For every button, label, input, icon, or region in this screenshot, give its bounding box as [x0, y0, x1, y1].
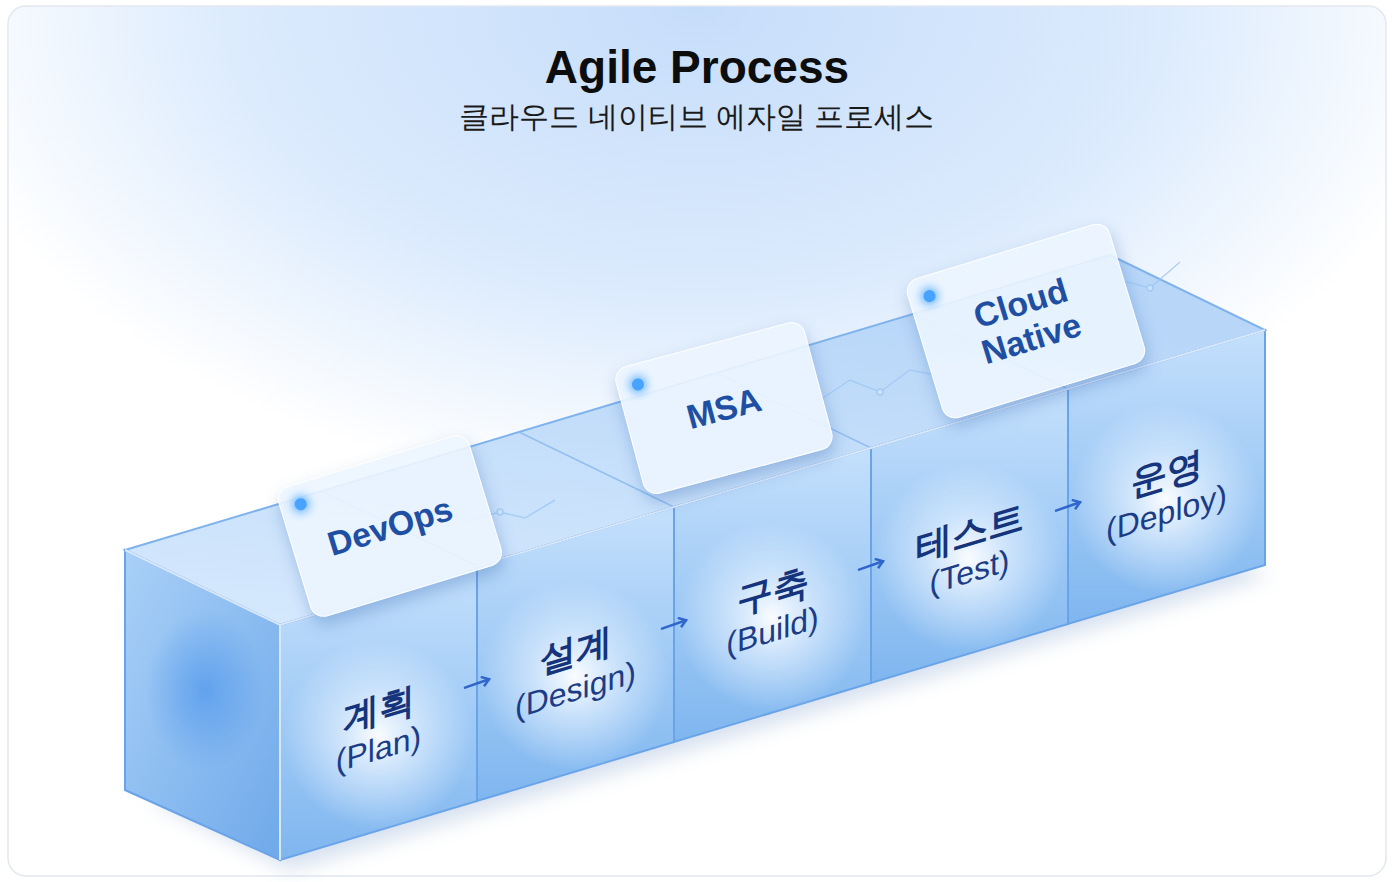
process-face: 구축(Build) — [688, 466, 857, 724]
tag-card: MSA — [612, 319, 835, 497]
tag-text: DevOps — [323, 490, 457, 563]
flow-chevron — [1056, 502, 1080, 510]
end-glow — [145, 610, 265, 770]
status-dot — [631, 377, 646, 392]
process-face: 계획(Plan) — [294, 584, 463, 842]
tag-card: Cloud Native — [903, 220, 1148, 422]
tag-card: DevOps — [274, 432, 505, 621]
flow-chevron — [859, 561, 883, 569]
process-face: 운영(Deploy) — [1082, 348, 1251, 606]
tag-text: Cloud Native — [930, 260, 1122, 382]
subtitle-label: 클라우드 네이티브 에자일 프로세스 — [0, 97, 1394, 136]
panel-ground — [8, 6, 1386, 876]
process-face: 설계(Design) — [491, 525, 660, 783]
status-dot — [922, 289, 937, 304]
tag-text: MSA — [683, 380, 765, 435]
prism-highlights — [125, 330, 1265, 860]
prism-end-face — [125, 550, 280, 860]
flow-chevron — [662, 620, 686, 628]
process-face: 테스트(Test) — [885, 407, 1054, 665]
flow-chevron — [465, 679, 489, 687]
status-dot — [293, 497, 308, 512]
diagram-title: Agile Process — [0, 40, 1394, 95]
